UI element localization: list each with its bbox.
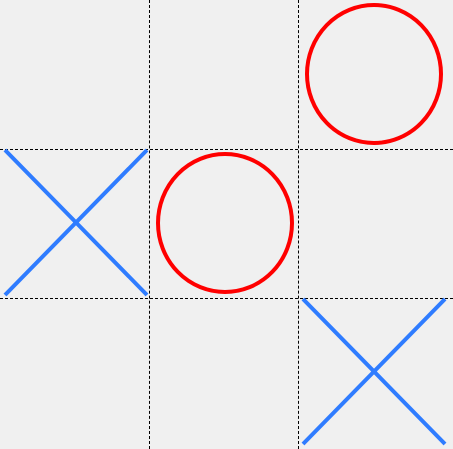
grid-line-horizontal-2 [0,298,453,299]
board-cell-r2-c3[interactable] [298,149,447,298]
board-cell-r2-c1[interactable]: X [0,148,149,298]
board-cell-r1-c2[interactable] [149,0,298,149]
board-cell-r3-c3[interactable]: X [298,297,447,447]
board-cell-r3-c2[interactable] [149,298,298,447]
o-mark-icon [156,152,294,294]
grid-line-vertical-1 [149,0,150,449]
board-cell-r1-c3[interactable]: O [298,0,447,149]
x-mark-icon [3,148,149,297]
grid-line-horizontal-1 [0,149,453,150]
x-mark-icon [301,297,447,446]
o-mark-icon [305,3,443,145]
grid-line-vertical-2 [298,0,299,449]
board-cell-r2-c2[interactable]: O [149,149,298,298]
board-cell-r1-c1[interactable] [0,0,149,149]
board-cell-r3-c1[interactable] [0,298,149,447]
